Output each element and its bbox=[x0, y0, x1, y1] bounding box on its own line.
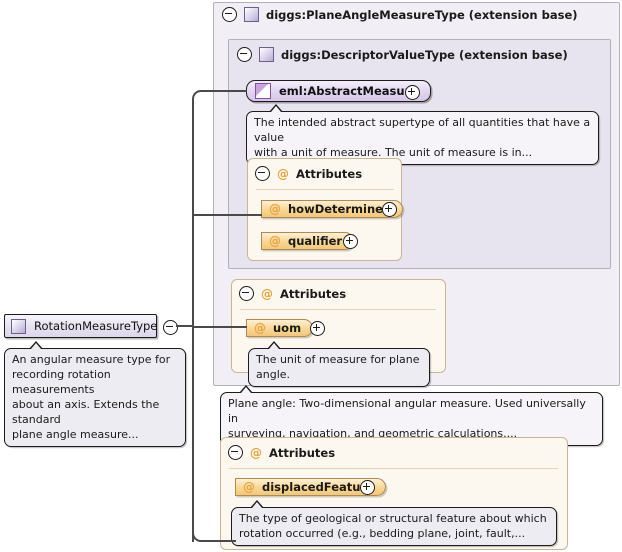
attribute-label: howDetermined bbox=[288, 202, 392, 216]
container-plane-angle-label: diggs:PlaneAngleMeasureType (extension b… bbox=[266, 7, 578, 22]
connector-to-plane-angle-attributes bbox=[192, 326, 247, 328]
annotation-rotation-measure-type: An angular measure type for recording ro… bbox=[4, 341, 186, 447]
root-node-label: RotationMeasureType bbox=[34, 319, 158, 333]
collapse-minus-icon[interactable] bbox=[255, 166, 270, 181]
expand-plus-icon-howdetermined[interactable] bbox=[382, 202, 397, 217]
element-node-abstract-measure[interactable]: eml:AbstractMeasure bbox=[246, 80, 432, 102]
attributes-divider bbox=[256, 189, 394, 190]
at-sign-icon: @ bbox=[269, 202, 281, 216]
expand-plus-icon-uom[interactable] bbox=[310, 321, 325, 336]
at-sign-icon: @ bbox=[250, 445, 262, 460]
root-node-rotation-measure-type[interactable]: RotationMeasureType bbox=[4, 314, 157, 338]
attributes-group-descriptor-label: Attributes bbox=[296, 166, 363, 181]
at-sign-icon: @ bbox=[243, 480, 255, 494]
attributes-group-plane-angle-label: Attributes bbox=[280, 286, 347, 301]
attribute-pill-howdetermined[interactable]: @ howDetermined bbox=[261, 200, 404, 218]
attribute-label: qualifier bbox=[288, 234, 343, 248]
at-sign-icon: @ bbox=[261, 286, 273, 301]
abstract-element-icon bbox=[255, 83, 271, 99]
complex-type-icon bbox=[244, 7, 259, 22]
element-node-label: eml:AbstractMeasure bbox=[279, 84, 419, 98]
attribute-label: uom bbox=[273, 321, 302, 335]
at-sign-icon: @ bbox=[269, 234, 281, 248]
collapse-minus-icon[interactable] bbox=[237, 47, 252, 62]
attributes-group-plane-angle-header: @ Attributes bbox=[239, 286, 346, 301]
collapse-minus-icon[interactable] bbox=[222, 7, 237, 22]
complex-type-icon bbox=[11, 318, 26, 334]
container-plane-angle-title: diggs:PlaneAngleMeasureType (extension b… bbox=[222, 7, 578, 22]
connector-to-rotation-attributes bbox=[203, 540, 236, 542]
collapse-minus-icon[interactable] bbox=[239, 286, 254, 301]
attributes-group-rotation-header: @ Attributes bbox=[228, 445, 335, 460]
collapse-minus-icon-root[interactable] bbox=[163, 320, 178, 335]
expand-plus-icon-displacedfeature[interactable] bbox=[360, 480, 375, 495]
container-descriptor-value-title: diggs:DescriptorValueType (extension bas… bbox=[237, 47, 568, 62]
annotation-abstract-measure: The intended abstract supertype of all q… bbox=[246, 104, 599, 165]
attributes-divider bbox=[240, 309, 436, 310]
attribute-pill-uom[interactable]: @ uom bbox=[246, 319, 314, 337]
attribute-pill-displacedfeature[interactable]: @ displacedFeature bbox=[235, 478, 386, 496]
attributes-divider bbox=[229, 468, 558, 469]
connector-corner-top bbox=[192, 90, 204, 102]
at-sign-icon: @ bbox=[254, 321, 266, 335]
expand-plus-icon-abstract-measure[interactable] bbox=[405, 85, 420, 100]
attribute-pill-qualifier[interactable]: @ qualifier bbox=[261, 232, 355, 250]
expand-plus-icon-qualifier[interactable] bbox=[343, 234, 358, 249]
connector-trunk bbox=[192, 100, 194, 542]
collapse-minus-icon[interactable] bbox=[228, 445, 243, 460]
connector-to-abstract-measure bbox=[203, 90, 247, 92]
attribute-label: displacedFeature bbox=[262, 480, 374, 494]
connector-corner-bottom bbox=[192, 530, 204, 542]
connector-to-descriptor-attributes bbox=[192, 214, 262, 216]
annotation-displacedfeature: The type of geological or structural fea… bbox=[231, 500, 557, 546]
attributes-group-descriptor-header: @ Attributes bbox=[255, 166, 362, 181]
at-sign-icon: @ bbox=[277, 166, 289, 181]
connector-root-stub bbox=[176, 325, 194, 327]
attributes-group-rotation-label: Attributes bbox=[269, 445, 336, 460]
annotation-uom: The unit of measure for plane angle. bbox=[248, 341, 430, 387]
container-descriptor-value-label: diggs:DescriptorValueType (extension bas… bbox=[281, 47, 568, 62]
complex-type-icon bbox=[259, 47, 274, 62]
